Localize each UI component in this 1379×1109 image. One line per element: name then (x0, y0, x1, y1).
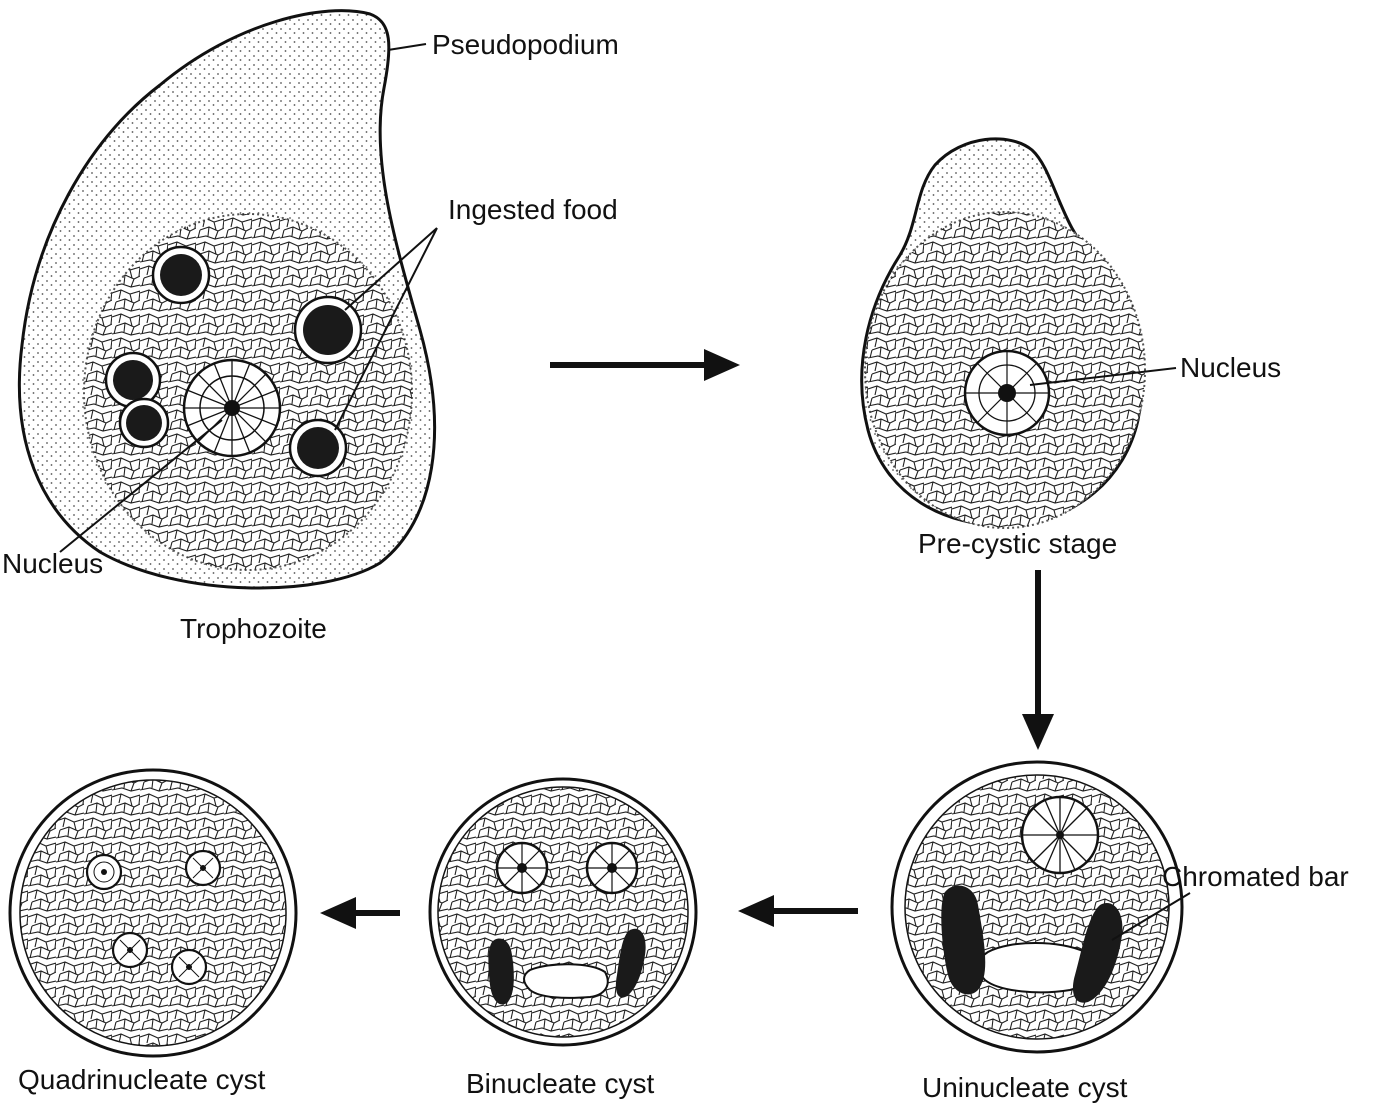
precystic-nucleus (963, 349, 1051, 437)
glycogen-vacuole (523, 963, 609, 999)
binucleate-nucleus (585, 841, 639, 895)
leader-chromated-bar (1111, 892, 1191, 941)
trophozoite-nucleus (182, 358, 282, 458)
quadrinucleate-nucleus (111, 931, 149, 969)
precystic-cell (860, 137, 1146, 529)
chromatoid-bar (615, 928, 646, 998)
quadrinucleate-nucleus (85, 853, 123, 891)
leader-nucleus-precystic (1029, 367, 1177, 386)
label-nucleus-precystic: Nucleus (1180, 352, 1281, 383)
label-pseudopodium: Pseudopodium (432, 29, 619, 60)
arrow-right-icon (550, 349, 740, 381)
quadrinucleate-nucleus (170, 948, 208, 986)
caption-quadrinucleate: Quadrinucleate cyst (18, 1064, 266, 1095)
food-vacuole (104, 351, 170, 449)
arrow-left-icon (320, 897, 400, 929)
trophozoite-cell (17, 9, 437, 590)
chromatoid-bar (1072, 903, 1123, 1003)
uninucleate-cyst (890, 760, 1184, 1054)
uninucleate-nucleus (1020, 795, 1100, 875)
chromatoid-bar (941, 885, 986, 995)
binucleate-cyst (428, 777, 698, 1047)
leader-ingested-food (334, 227, 438, 431)
binucleate-nucleus (495, 841, 549, 895)
arrow-left-icon (738, 895, 858, 927)
food-vacuole (288, 418, 348, 478)
leader-pseudopodium (387, 43, 427, 51)
leader-nucleus-trophozoite (59, 419, 223, 553)
caption-uninucleate: Uninucleate cyst (922, 1072, 1128, 1103)
label-chromated-bar: Chromated bar (1162, 861, 1349, 892)
food-vacuole (151, 245, 211, 305)
food-vacuole (293, 295, 363, 365)
label-nucleus-trophozoite: Nucleus (2, 548, 103, 579)
caption-trophozoite: Trophozoite (180, 613, 327, 644)
quadrinucleate-nucleus (184, 849, 222, 887)
label-ingested-food: Ingested food (448, 194, 618, 225)
chromatoid-bar (488, 938, 514, 1005)
caption-precystic: Pre-cystic stage (918, 528, 1117, 559)
caption-binucleate: Binucleate cyst (466, 1068, 655, 1099)
quadrinucleate-cyst (8, 768, 298, 1058)
arrow-down-icon (1022, 570, 1054, 750)
